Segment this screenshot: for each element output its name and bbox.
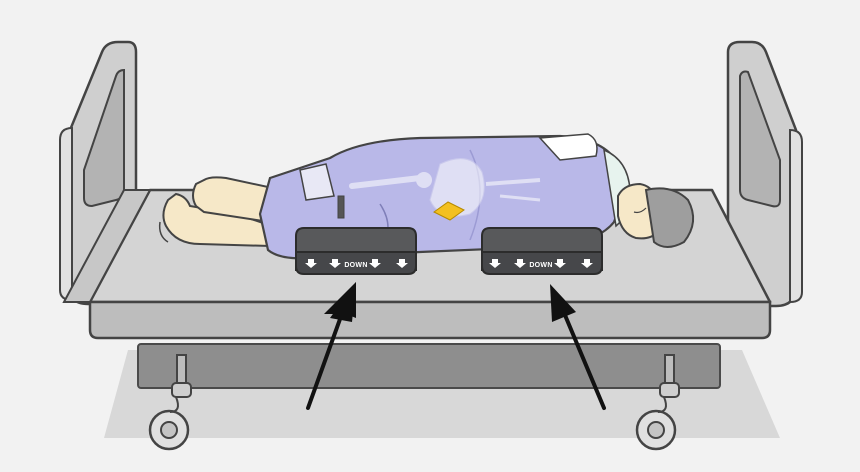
bed-underframe <box>138 344 720 388</box>
pad-left-label: DOWN <box>344 262 367 269</box>
pad-right-label: DOWN <box>529 262 552 269</box>
pad-left: DOWN <box>296 228 416 274</box>
pad-right: DOWN <box>482 228 602 274</box>
